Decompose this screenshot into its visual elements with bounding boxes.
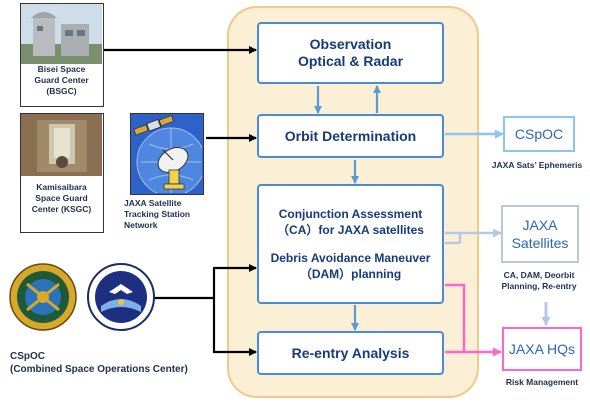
ksgc-caption-2: Space Guard bbox=[35, 193, 88, 203]
hqs-label: JAXA HQs bbox=[508, 341, 576, 357]
reentry-label: Re-entry Analysis bbox=[291, 345, 410, 361]
satellites-note-1: CA, DAM, Deorbit bbox=[503, 270, 575, 280]
arrow-conjunction-hqs bbox=[445, 283, 502, 357]
tracking-caption-3: Network bbox=[124, 220, 158, 230]
space-wing-emblem bbox=[87, 263, 155, 331]
hqs-note: Risk Management bbox=[505, 377, 579, 387]
observatory-photo bbox=[21, 4, 102, 64]
cspoc-source-line1: CSpOC bbox=[10, 351, 45, 362]
ksgc-caption: Kamisaibara Space Guard Center (KSGC) bbox=[21, 182, 102, 215]
bsgc-caption: Bisei Space Guard Center (BSGC) bbox=[21, 64, 102, 97]
tracking-caption-1: JAXA Satellite bbox=[124, 198, 182, 208]
cspoc-emblem bbox=[9, 263, 77, 331]
ksgc-panel: Kamisaibara Space Guard Center (KSGC) bbox=[20, 113, 104, 233]
conjunction-line1: Conjunction Assessment bbox=[278, 207, 423, 221]
satellites-note-2: Planning, Re-entry bbox=[501, 281, 577, 291]
conjunction-line3: Debris Avoidance Maneuver bbox=[270, 251, 431, 265]
jaxa-satellites-box: JAXA Satellites bbox=[501, 205, 579, 263]
cspoc-output-box: CSpOC bbox=[503, 116, 575, 152]
telescope-photo bbox=[21, 114, 102, 176]
satellites-line1: JAXA bbox=[522, 217, 558, 233]
conjunction-line4: （DAM）planning bbox=[299, 267, 402, 281]
observation-line1: Observation bbox=[309, 36, 392, 52]
conjunction-line2: （CA）for JAXA satellites bbox=[277, 223, 424, 237]
bsgc-panel: Bisei Space Guard Center (BSGC) bbox=[20, 3, 104, 107]
reentry-analysis-box: Re-entry Analysis bbox=[257, 331, 444, 375]
tracking-caption: JAXA Satellite Tracking Station Network bbox=[124, 198, 214, 231]
cspoc-source-label: CSpOC (Combined Space Operations Center) bbox=[10, 350, 250, 376]
ksgc-caption-3: Center (KSGC) bbox=[31, 204, 92, 214]
observation-line2: Optical & Radar bbox=[297, 53, 404, 69]
bsgc-caption-1: Bisei Space bbox=[37, 64, 86, 74]
cspoc-source-line2: (Combined Space Operations Center) bbox=[10, 364, 188, 375]
observation-box: Observation Optical & Radar bbox=[257, 22, 444, 84]
cspoc-output-label: CSpOC bbox=[514, 126, 564, 142]
satellites-note: CA, DAM, Deorbit Planning, Re-entry bbox=[488, 270, 590, 292]
bsgc-caption-2: Guard Center bbox=[34, 75, 89, 85]
conjunction-assessment-box: Conjunction Assessment （CA）for JAXA sate… bbox=[257, 184, 444, 304]
tracking-network-icon bbox=[130, 113, 204, 195]
jaxa-hqs-box: JAXA HQs bbox=[502, 327, 582, 371]
ksgc-caption-1: Kamisaibara bbox=[36, 182, 87, 192]
cspoc-output-note: JAXA Sats’ Ephemeris bbox=[491, 160, 583, 170]
orbit-determination-box: Orbit Determination bbox=[257, 114, 444, 158]
satellites-line2: Satellites bbox=[511, 235, 569, 251]
tracking-caption-2: Tracking Station bbox=[124, 209, 191, 219]
satellite-dish-icon bbox=[131, 114, 202, 193]
orbit-label: Orbit Determination bbox=[284, 128, 417, 144]
bsgc-caption-3: (BSGC) bbox=[46, 86, 77, 96]
